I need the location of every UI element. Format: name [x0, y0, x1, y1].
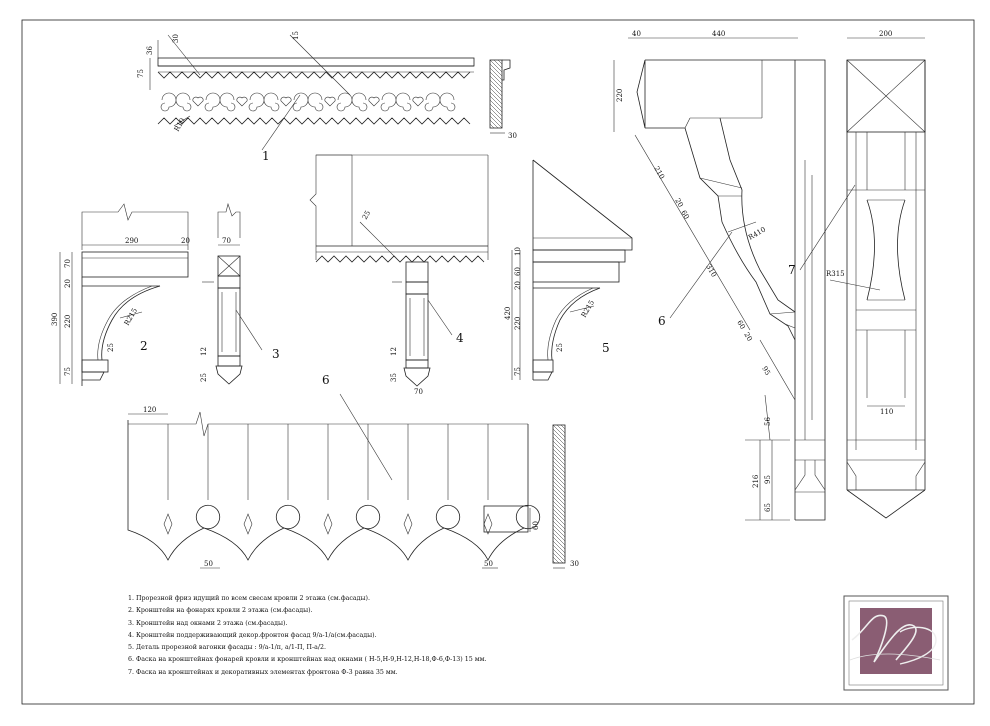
dim-label: 20 [64, 279, 72, 288]
dim-label: 70 [414, 388, 423, 396]
notes-list: 1. Прорезной фриз идущий по всем свесам … [128, 593, 668, 679]
dim-label: 420 [504, 307, 512, 320]
dim-label: 30 [570, 560, 579, 568]
dim-label: 220 [514, 317, 522, 330]
note-item: 3. Кронштейн над окнами 2 этажа (см.фаса… [128, 619, 288, 627]
dim-label: 20 [181, 237, 190, 245]
detail-6-post: 70 12 25 3 [200, 202, 280, 385]
note-item: 6. Фаска на кронштейнах фонарей кровли и… [128, 656, 487, 664]
dim-label: 210 [652, 165, 666, 181]
detail-7-column: 200 R315 110 7 [788, 30, 926, 519]
dim-label: 50 [484, 560, 493, 568]
dim-label: 95 [764, 475, 772, 484]
dim-label: 310 [704, 263, 718, 279]
callout-1: 1 [262, 149, 270, 163]
dim-label: 75 [64, 367, 72, 376]
detail-4-strut: 40 440 220 210 20 60 R410 310 60 20 95 5… [613, 30, 826, 521]
callout-2: 2 [140, 339, 148, 353]
note-item: 7. Фаска на кронштейнах и декоративных э… [128, 668, 398, 676]
dim-label: 15 [292, 31, 300, 40]
dim-label: 20 [673, 197, 684, 209]
dim-label: 35 [390, 373, 398, 382]
callout-3: 4 [456, 331, 464, 345]
dim-label: 20 [742, 331, 753, 343]
logo-square [860, 608, 932, 674]
dim-label: 440 [712, 30, 725, 38]
callout-4: 6 [658, 314, 666, 328]
dim-label: 65 [764, 503, 772, 512]
sheet-frame [21, 19, 975, 705]
callout-5: 6 [322, 373, 330, 387]
callout-7: 7 [788, 263, 796, 277]
dim-label: 70 [64, 259, 72, 268]
dim-label: 20 [514, 281, 522, 290]
detail-1-frieze: 30 15 75 36 30 R10 1 [137, 31, 517, 163]
dim-label: 60 [532, 521, 540, 530]
dim-label: 10 [514, 247, 522, 256]
note-item: 4. Кронштейн поддерживающий декор.фронто… [128, 631, 377, 639]
dim-label: 60 [514, 267, 522, 276]
note-item: 2. Кронштейн на фонарях кровли 2 этажа (… [128, 607, 313, 615]
detail-2-bracket: 290 20 70 20 390 220 25 75 R215 2 [51, 203, 190, 386]
dim-label: 95 [760, 365, 771, 377]
dim-label: R410 [747, 225, 767, 241]
note-item: 5. Деталь прорезной вагонки фасады : 9/а… [128, 644, 326, 652]
dim-label: 290 [125, 237, 138, 245]
detail-5-boarding: 120 50 50 60 30 6 [127, 373, 579, 569]
dim-label: 30 [508, 132, 517, 140]
callout-6: 3 [272, 347, 280, 361]
dim-label: 200 [879, 30, 892, 38]
dim-label: 220 [64, 315, 72, 328]
callout-6-second: 5 [602, 341, 610, 355]
dim-label: 70 [222, 237, 231, 245]
dim-label: 50 [204, 560, 213, 568]
dim-label: 220 [616, 89, 624, 102]
dim-label: 75 [514, 367, 522, 376]
dim-label: 36 [146, 46, 154, 55]
dim-label: 40 [632, 30, 641, 38]
dim-label: 110 [880, 408, 893, 416]
dim-label: 25 [556, 343, 564, 352]
dim-label: 56 [764, 417, 772, 426]
dim-label: R315 [826, 270, 845, 278]
note-item: 1. Прорезной фриз идущий по всем свесам … [128, 595, 371, 602]
dim-label: 12 [390, 347, 398, 356]
dim-label: 120 [143, 406, 156, 414]
dim-label: 25 [361, 209, 372, 221]
dim-label: 30 [172, 34, 180, 43]
detail-3-window-bracket: 25 12 35 70 4 [309, 154, 489, 396]
dim-label: 60 [679, 209, 690, 221]
dim-label: 75 [137, 69, 145, 78]
monogram-logo [843, 595, 949, 691]
dim-label: R215 [123, 307, 139, 327]
dim-label: 25 [107, 343, 115, 352]
dim-label: 390 [51, 313, 59, 326]
dim-label: 12 [200, 347, 208, 356]
detail-6-gable-bracket: 10 60 20 420 220 25 75 R215 5 [504, 159, 633, 381]
dim-label: R215 [580, 299, 596, 319]
dim-label: 25 [200, 373, 208, 382]
dim-label: 60 [735, 319, 746, 331]
dim-label: 216 [752, 474, 760, 488]
